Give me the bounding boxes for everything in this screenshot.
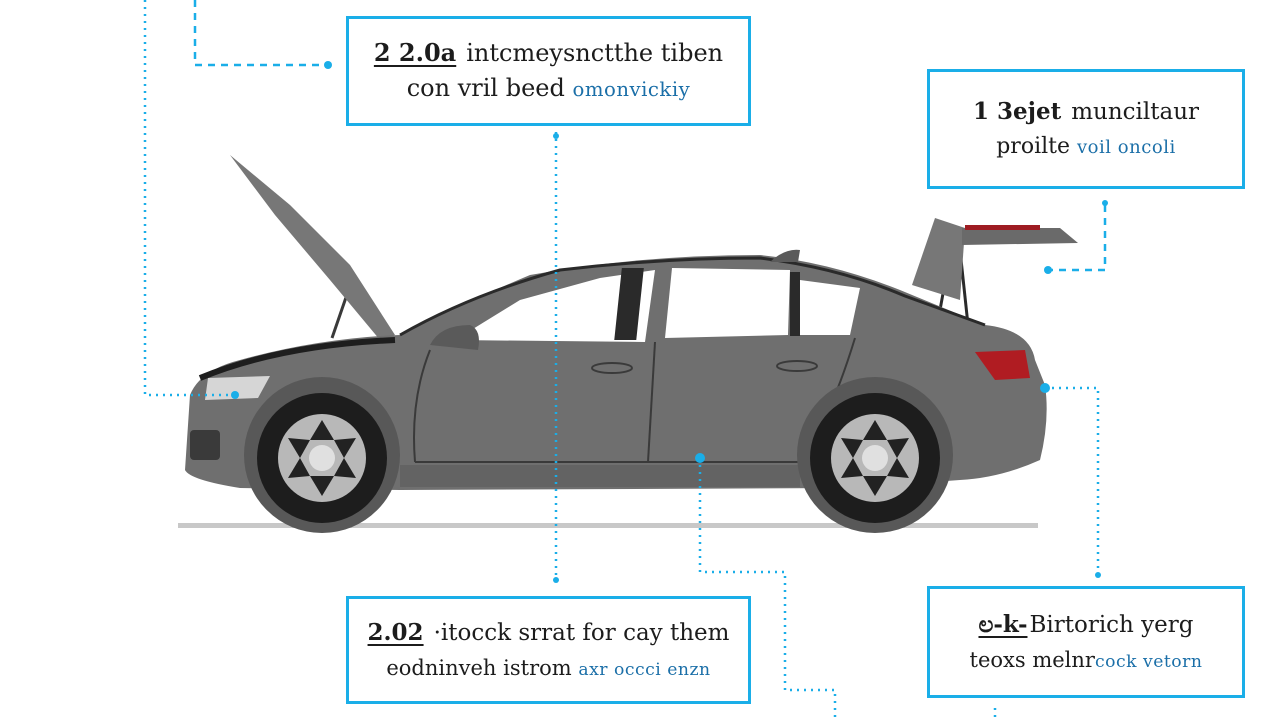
callout-line2: proilte voil oncoli <box>996 134 1176 160</box>
callout-number: ಲ-k- <box>978 611 1028 639</box>
callout-text: eodninveh istrom <box>386 655 579 680</box>
callout-number: 1 3ejet <box>972 97 1062 125</box>
callout-line2: con vril beed omonvickiy <box>407 74 691 103</box>
callout-top-center: 2 2.0a intcmeysnctthe tiben con vril beed… <box>346 16 751 126</box>
callout-line2: eodninveh istrom axr occci enzn <box>386 656 710 681</box>
callout-accent-text: cock vetorn <box>1094 651 1203 672</box>
callout-text: con vril beed <box>406 74 573 102</box>
front-wheel <box>257 393 387 523</box>
callout-text: intcmeysnctthe tiben <box>466 39 724 68</box>
rear-wheel <box>810 393 940 523</box>
ground-line <box>178 523 1038 528</box>
callout-bottom-center: 2.02 ·itocck srrat for cay them eodninveh… <box>346 596 751 704</box>
open-trunk-lid <box>912 218 1078 326</box>
callout-accent-text: omonvickiy <box>572 78 691 101</box>
callout-line1: 2 2.0a intcmeysnctthe tiben <box>373 38 724 68</box>
callout-text: Birtorich yerg <box>1029 612 1194 639</box>
callout-bottom-right: ಲ-k-Birtorich yerg teoxs melnrcock vetor… <box>927 586 1245 698</box>
callout-line1: 1 3ejet munciltaur <box>973 98 1199 127</box>
callout-text: teoxs melnr <box>969 647 1095 672</box>
callout-line1: 2.02 ·itocck srrat for cay them <box>368 619 730 648</box>
callout-accent-text: voil oncoli <box>1077 137 1176 159</box>
callout-accent-text: axr occci enzn <box>578 659 711 680</box>
leader-lines <box>143 0 1107 720</box>
open-hood <box>230 155 395 340</box>
headlight <box>205 376 270 400</box>
callout-text: ·itocck srrat for cay them <box>433 620 730 647</box>
callout-line2: teoxs melnrcock vetorn <box>970 648 1203 673</box>
taillight <box>975 350 1030 380</box>
callout-number: 2.02 <box>367 619 424 647</box>
callout-number: 2 2.0a <box>373 38 457 68</box>
callout-line1: ಲ-k-Birtorich yerg <box>978 611 1193 640</box>
callout-text: proilte <box>996 134 1077 160</box>
callout-top-right: 1 3ejet munciltaur proilte voil oncoli <box>927 69 1245 189</box>
leader-dots <box>231 61 1108 583</box>
callout-text: munciltaur <box>1071 98 1200 125</box>
